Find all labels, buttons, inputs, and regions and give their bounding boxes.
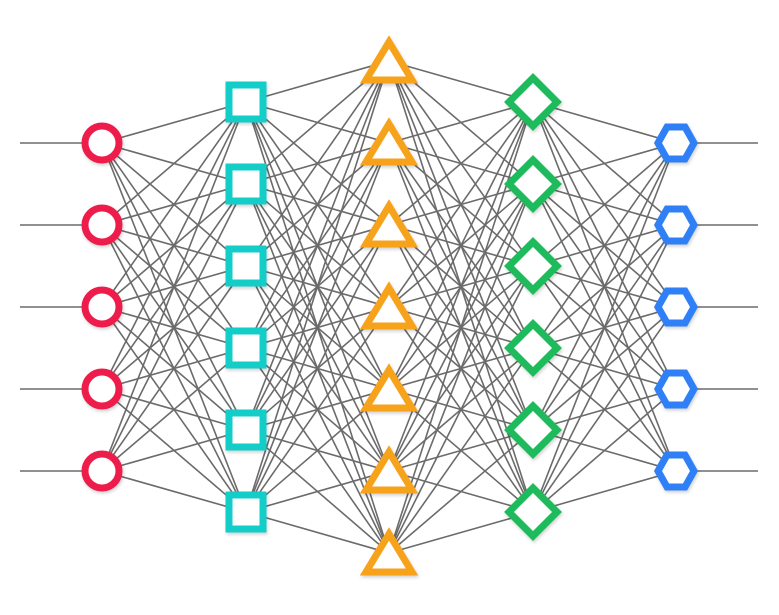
square-node	[225, 163, 267, 205]
connection-edge	[101, 101, 247, 226]
triangle-node	[359, 527, 419, 576]
connection-edge	[388, 265, 534, 554]
triangle-node	[359, 281, 419, 330]
connection-edge	[532, 142, 677, 349]
connection-edge	[388, 511, 534, 554]
connection-edge	[388, 101, 534, 390]
connection-edge	[245, 306, 390, 513]
connection-edge	[245, 60, 390, 349]
circle-node	[81, 204, 123, 246]
connection-edge	[532, 388, 677, 513]
connection-edge	[101, 101, 247, 308]
hexagon-node	[653, 451, 699, 491]
connection-edge	[101, 101, 247, 144]
connection-edge	[532, 142, 677, 431]
connection-edge	[388, 60, 534, 103]
connection-edge	[245, 470, 390, 513]
connection-edge	[245, 511, 390, 554]
connection-edge	[101, 347, 247, 472]
connection-edge	[532, 142, 677, 185]
connection-edge	[532, 224, 677, 513]
connection-edge	[101, 470, 247, 513]
hexagon-node	[653, 287, 699, 327]
triangle-node	[359, 35, 419, 84]
hexagon-node	[653, 205, 699, 245]
triangle-node	[359, 199, 419, 248]
nodes	[81, 35, 699, 576]
connection-edge	[532, 101, 677, 144]
square-node	[225, 245, 267, 287]
square-node	[225, 327, 267, 369]
connection-edge	[532, 306, 677, 513]
connection-edge	[388, 347, 534, 554]
circle-node	[81, 286, 123, 328]
triangle-node	[359, 363, 419, 412]
square-node	[225, 409, 267, 451]
connection-edge	[388, 101, 534, 308]
hexagon-node	[653, 369, 699, 409]
triangle-node	[359, 117, 419, 166]
triangle-node	[359, 445, 419, 494]
square-node	[225, 491, 267, 533]
connection-edge	[388, 101, 534, 226]
connection-edge	[101, 101, 247, 472]
connection-edge	[101, 265, 247, 472]
circle-node	[81, 368, 123, 410]
connection-edge	[245, 60, 390, 513]
square-node	[225, 81, 267, 123]
circle-node	[81, 122, 123, 164]
diamond-node	[504, 483, 562, 541]
diamond-node	[504, 319, 562, 377]
diamond-node	[504, 73, 562, 131]
diamond-node	[504, 155, 562, 213]
connection-edge	[101, 429, 247, 472]
hexagon-node	[653, 123, 699, 163]
connection-edge	[245, 60, 390, 103]
connection-edge	[245, 60, 390, 267]
connection-edge	[245, 142, 390, 513]
connection-edge	[388, 101, 534, 554]
diamond-node	[504, 237, 562, 295]
connection-edge	[532, 470, 677, 513]
circle-node	[81, 450, 123, 492]
connection-edge	[388, 429, 534, 554]
diamond-node	[504, 401, 562, 459]
connection-edge	[532, 142, 677, 513]
connection-edge	[388, 101, 534, 144]
connection-edge	[101, 183, 247, 472]
connection-edge	[101, 101, 247, 390]
connection-edge	[532, 142, 677, 267]
connection-edge	[245, 224, 390, 513]
connection-edge	[245, 60, 390, 431]
